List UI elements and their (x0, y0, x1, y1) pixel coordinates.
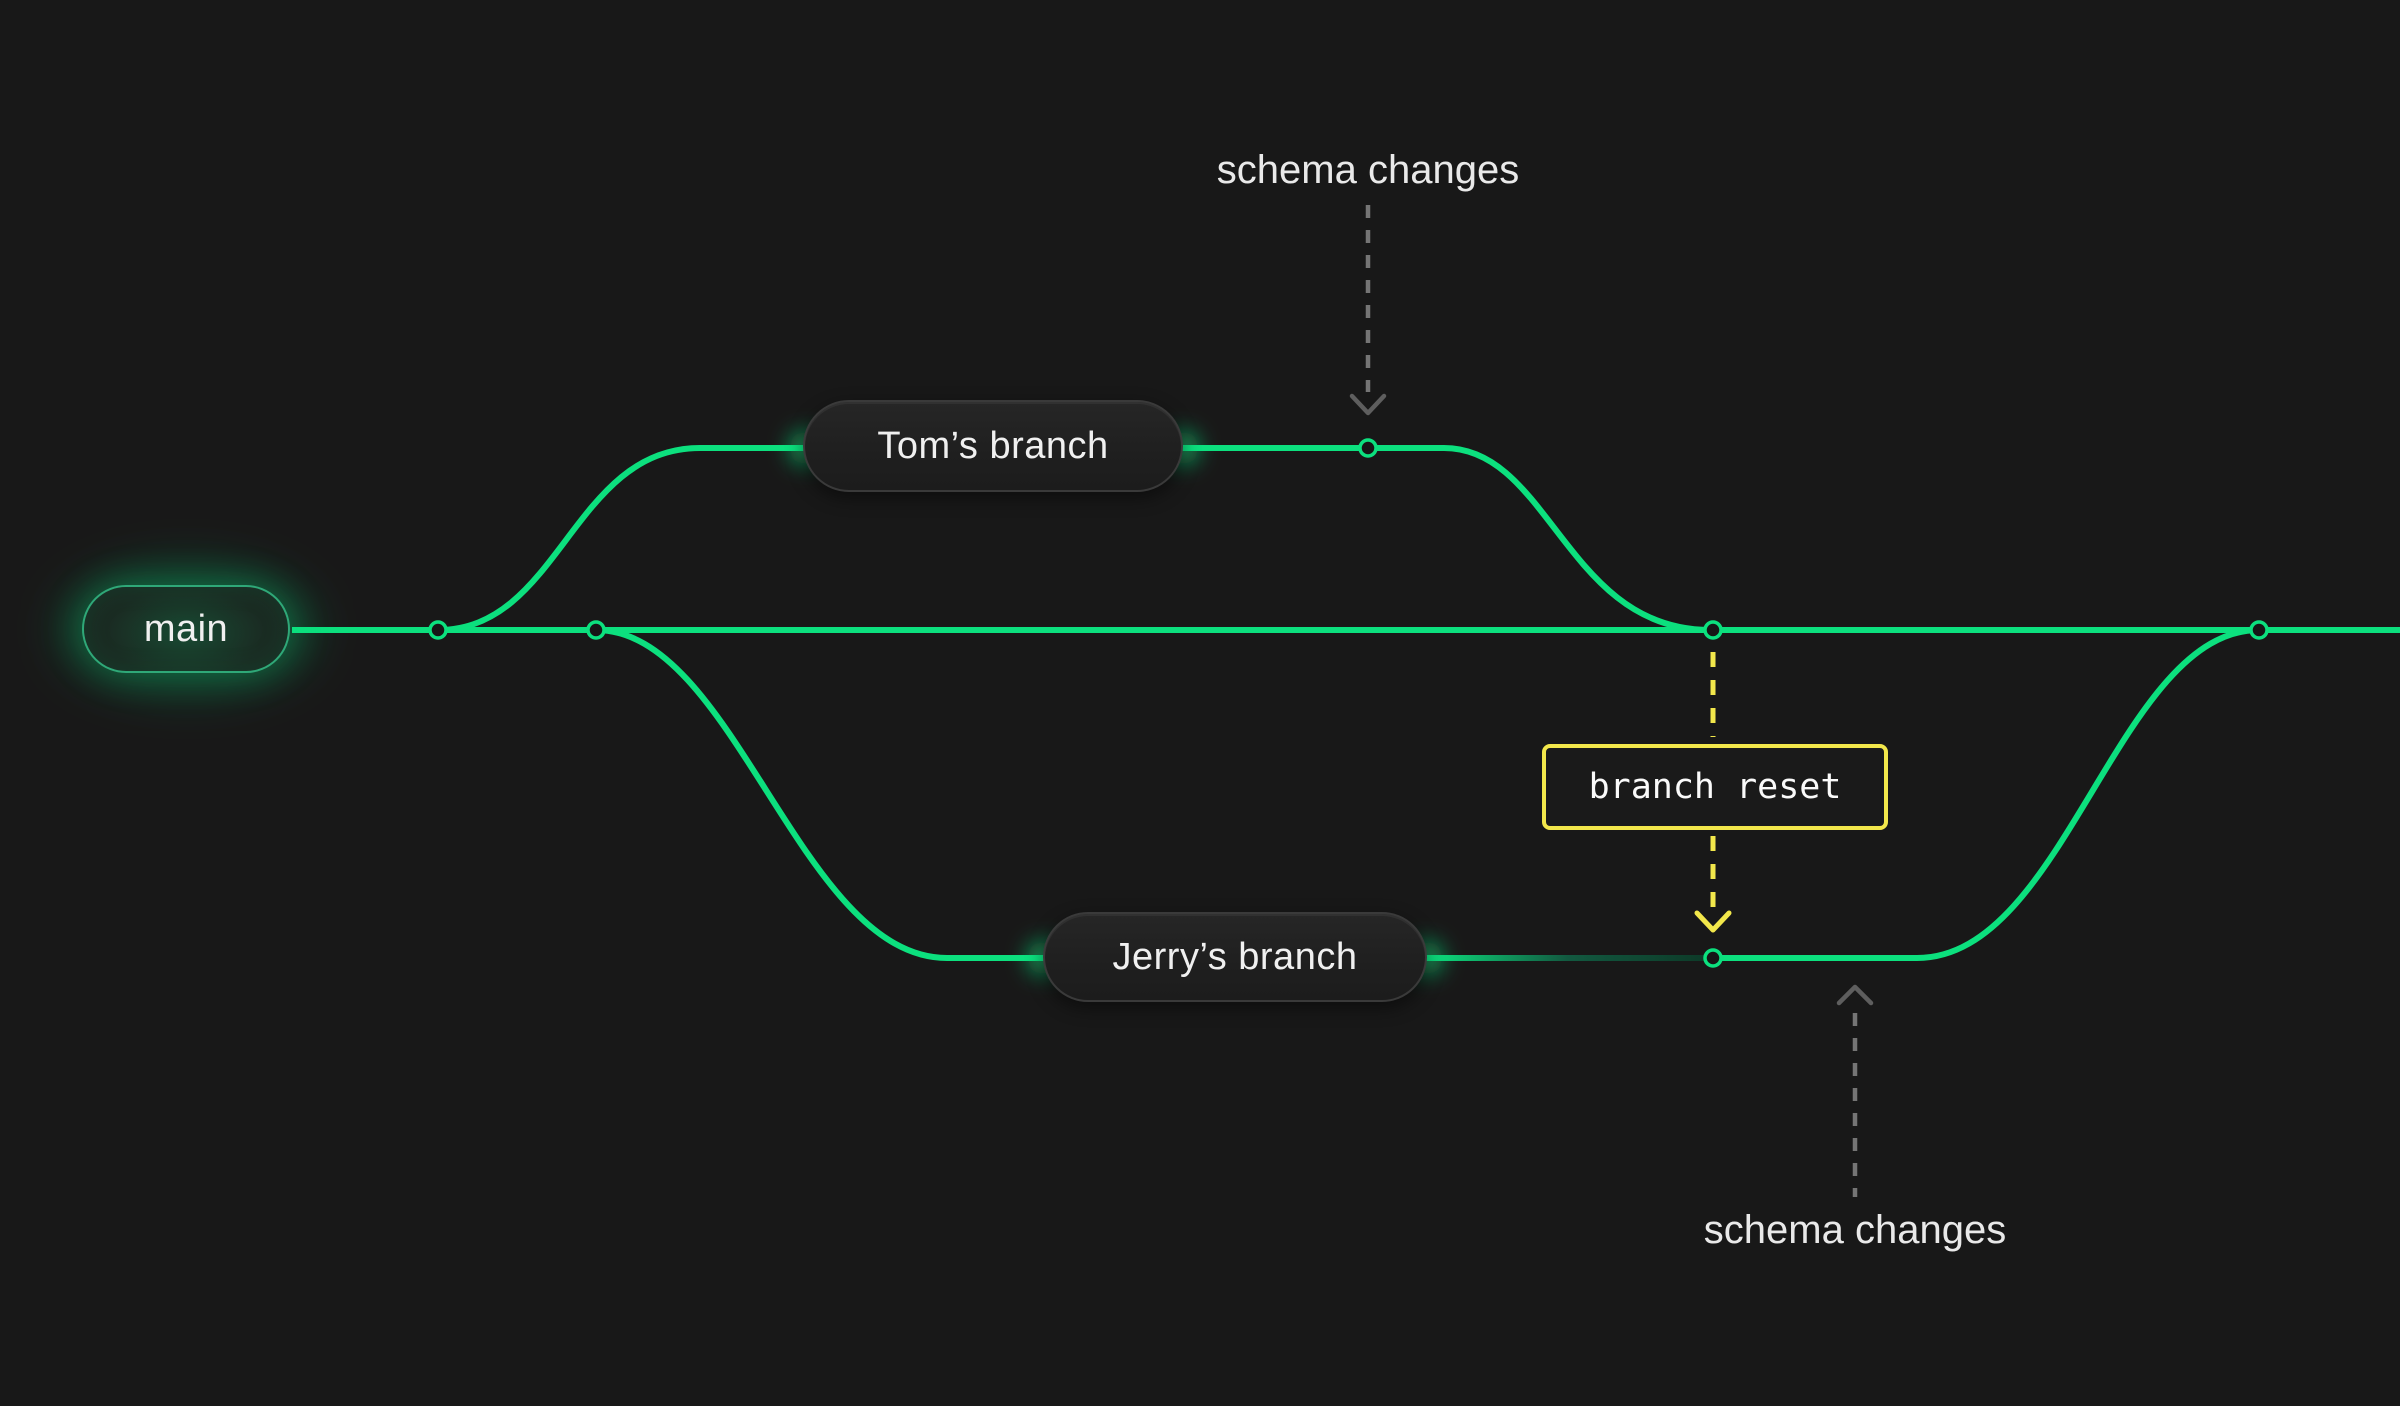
branch-pill-main: main (82, 585, 290, 673)
jerry-branch-line (595, 627, 1429, 961)
branch-reset-label: branch reset (1588, 767, 1842, 807)
schema-bottom-arrow (1836, 984, 1874, 1197)
commit-node-main-merge (2249, 620, 2269, 640)
branch-pill-tom-label: Tom’s branch (877, 424, 1109, 467)
branch-reset-badge: branch reset (1542, 744, 1888, 830)
schema-top-arrow (1349, 205, 1387, 416)
arrow-down-chevron-icon (1349, 393, 1387, 416)
branch-pill-jerry-label: Jerry’s branch (1112, 935, 1358, 978)
commit-node-tom (1358, 438, 1378, 458)
branch-pill-jerry: Jerry’s branch (1043, 912, 1427, 1002)
commit-node-main-1 (428, 620, 448, 640)
commit-node-main-2 (586, 620, 606, 640)
branch-reset-arrow (1694, 652, 1732, 933)
branch-pill-tom: Tom’s branch (803, 400, 1183, 492)
branch-pill-main-label: main (143, 607, 229, 650)
arrow-up-chevron-icon (1836, 984, 1874, 1006)
commit-node-main-reset-point (1703, 620, 1723, 640)
annotation-schema-changes-top: schema changes (1216, 148, 1520, 192)
jerry-branch-merge-line (1720, 627, 2260, 961)
commit-node-jerry (1703, 948, 1723, 968)
annotation-schema-changes-bottom: schema changes (1703, 1208, 2007, 1252)
arrow-down-chevron-icon (1694, 910, 1732, 933)
